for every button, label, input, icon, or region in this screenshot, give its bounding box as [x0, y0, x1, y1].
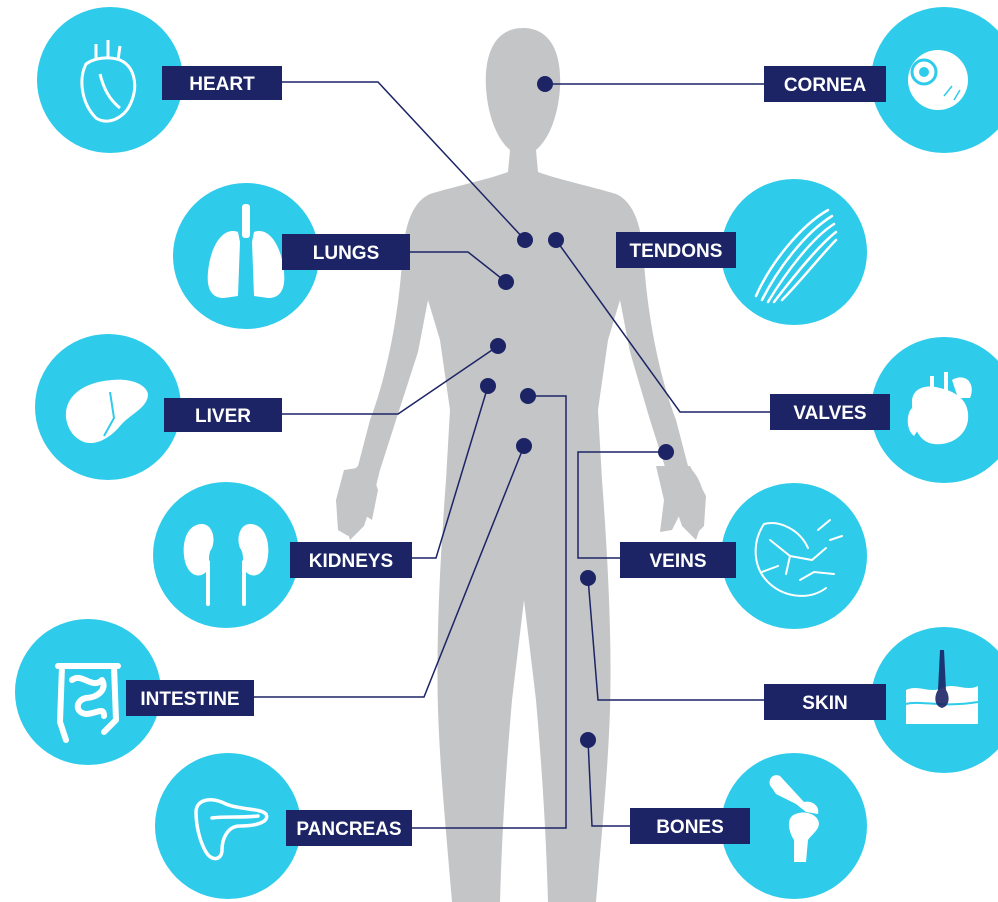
organ-valves — [871, 337, 998, 483]
dot-liver — [490, 338, 506, 354]
label-cornea-text: CORNEA — [784, 75, 867, 96]
label-liver-text: LIVER — [195, 406, 251, 427]
label-skin: SKIN — [764, 684, 886, 720]
label-veins-text: VEINS — [649, 551, 706, 572]
organ-heart — [37, 7, 183, 153]
organ-pancreas — [155, 753, 301, 899]
label-valves-text: VALVES — [793, 403, 866, 424]
label-bones-text: BONES — [656, 817, 724, 838]
dot-lungs — [498, 274, 514, 290]
organ-cornea — [871, 7, 998, 153]
label-kidneys: KIDNEYS — [290, 542, 412, 578]
label-lungs-text: LUNGS — [313, 243, 380, 264]
label-pancreas: PANCREAS — [286, 810, 412, 846]
label-kidneys-text: KIDNEYS — [309, 551, 393, 572]
label-intestine: INTESTINE — [126, 680, 254, 716]
dot-skin — [580, 570, 596, 586]
label-tendons-text: TENDONS — [630, 241, 723, 262]
dot-heart — [517, 232, 533, 248]
kidneys-circle — [153, 482, 299, 628]
dot-tendons — [548, 232, 564, 248]
organ-veins — [721, 483, 867, 629]
organ-kidneys — [153, 482, 299, 628]
label-liver: LIVER — [164, 398, 282, 432]
dot-veins — [658, 444, 674, 460]
label-valves: VALVES — [770, 394, 890, 430]
pancreas-circle — [155, 753, 301, 899]
label-veins: VEINS — [620, 542, 736, 578]
body-shape — [342, 28, 705, 902]
eye-icon — [908, 50, 968, 110]
right-hand — [656, 466, 706, 536]
heart-circle — [37, 7, 183, 153]
label-tendons: TENDONS — [616, 232, 736, 268]
label-cornea: CORNEA — [764, 66, 886, 102]
label-heart-text: HEART — [189, 74, 255, 95]
dot-bones — [580, 732, 596, 748]
label-intestine-text: INTESTINE — [140, 689, 239, 710]
dot-cornea — [537, 76, 553, 92]
dot-kidneys — [480, 378, 496, 394]
label-skin-text: SKIN — [802, 693, 847, 714]
dot-intestine — [516, 438, 532, 454]
label-bones: BONES — [630, 808, 750, 844]
label-lungs: LUNGS — [282, 234, 410, 270]
human-body-silhouette — [336, 28, 706, 902]
organ-liver — [35, 334, 181, 480]
organ-tendons — [721, 179, 867, 325]
dot-pancreas — [520, 388, 536, 404]
label-pancreas-text: PANCREAS — [296, 819, 401, 840]
organ-skin — [871, 627, 998, 773]
label-heart: HEART — [162, 66, 282, 100]
